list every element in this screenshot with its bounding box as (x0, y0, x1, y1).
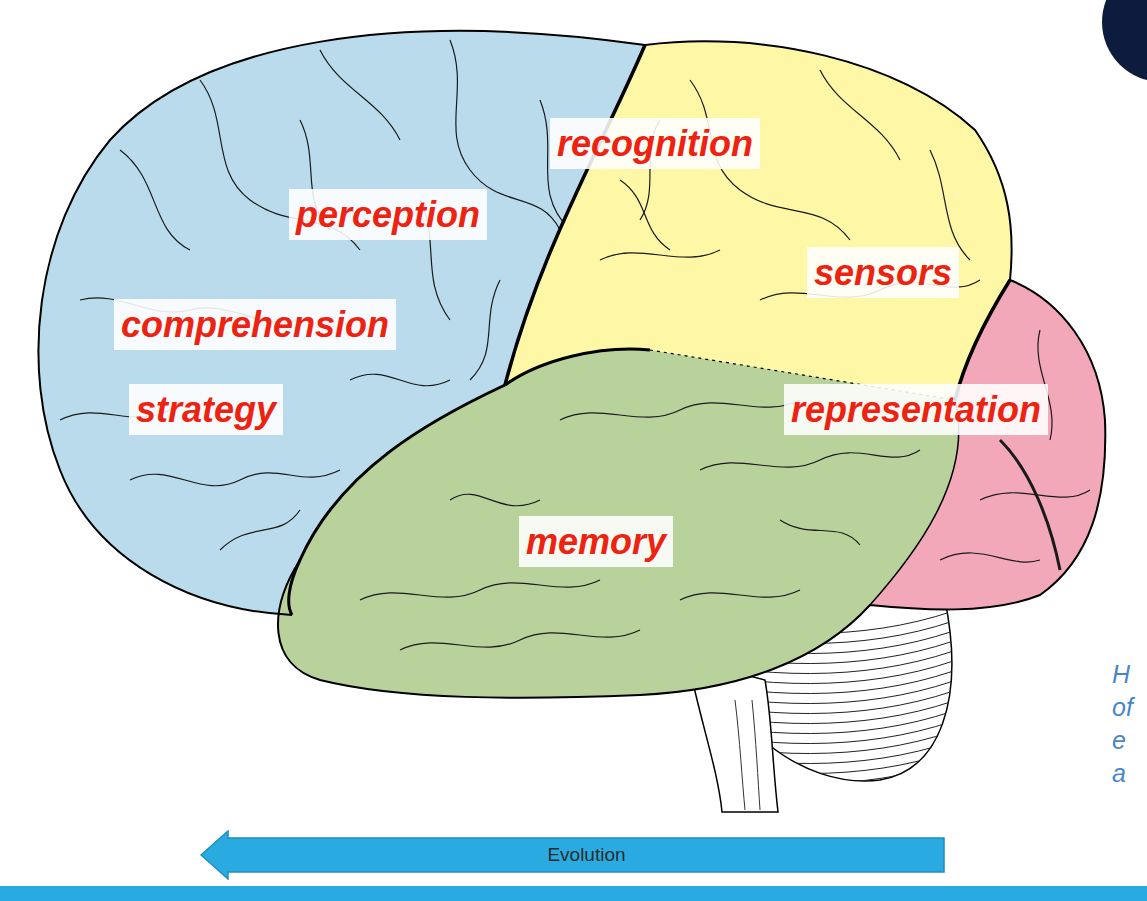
temporal-gyri (360, 400, 920, 650)
arrow-label: Evolution (547, 844, 625, 866)
lobe-function-label: strategy (129, 384, 283, 435)
lobe-function-label: perception (289, 189, 487, 240)
brain-detail (600, 250, 720, 260)
lobe-function-label: recognition (550, 118, 760, 169)
brain-detail (289, 385, 505, 615)
evolution-arrow: Evolution (200, 830, 945, 880)
side-note-text: a (1112, 758, 1126, 788)
lobe-function-label: memory (519, 516, 673, 567)
brain-detail (1000, 440, 1060, 570)
parietal-lobe (505, 41, 1012, 400)
brain-detail (505, 349, 650, 385)
arrow-outline (201, 831, 944, 879)
bottom-band (0, 886, 1147, 901)
brain-outline (38, 31, 1105, 698)
brain-detail (400, 630, 640, 650)
brain-detail (505, 45, 645, 385)
brain-detail (350, 374, 450, 386)
brain-detail (680, 590, 800, 600)
brain-detail (360, 580, 600, 600)
brain-detail (450, 494, 540, 506)
brain-detail (560, 400, 800, 420)
brain-detail (930, 150, 970, 260)
brain-detail (820, 70, 900, 160)
brain-detail (700, 450, 920, 470)
frontal-gyri (60, 40, 570, 550)
brain-detail (620, 180, 670, 250)
side-note-text: e (1112, 725, 1126, 755)
brain-detail (955, 280, 1010, 400)
brain-detail (735, 700, 760, 810)
lobe-function-label: sensors (807, 247, 959, 298)
brain-detail (120, 150, 190, 250)
lobe-function-label: representation (784, 384, 1048, 435)
brain-detail (940, 553, 1040, 562)
brain-detail (220, 510, 300, 550)
brain-detail (38, 31, 1105, 698)
brain-detail (320, 50, 400, 140)
side-note-text: H (1112, 659, 1130, 689)
corner-badge (1102, 0, 1147, 82)
lobe-function-label: comprehension (114, 299, 396, 350)
brain-detail (780, 520, 860, 545)
occipital-gyri (940, 330, 1090, 570)
brain-detail (130, 470, 340, 486)
brain-detail (470, 280, 500, 380)
parietal-gyri (600, 70, 980, 300)
side-note-text: of (1112, 692, 1133, 722)
